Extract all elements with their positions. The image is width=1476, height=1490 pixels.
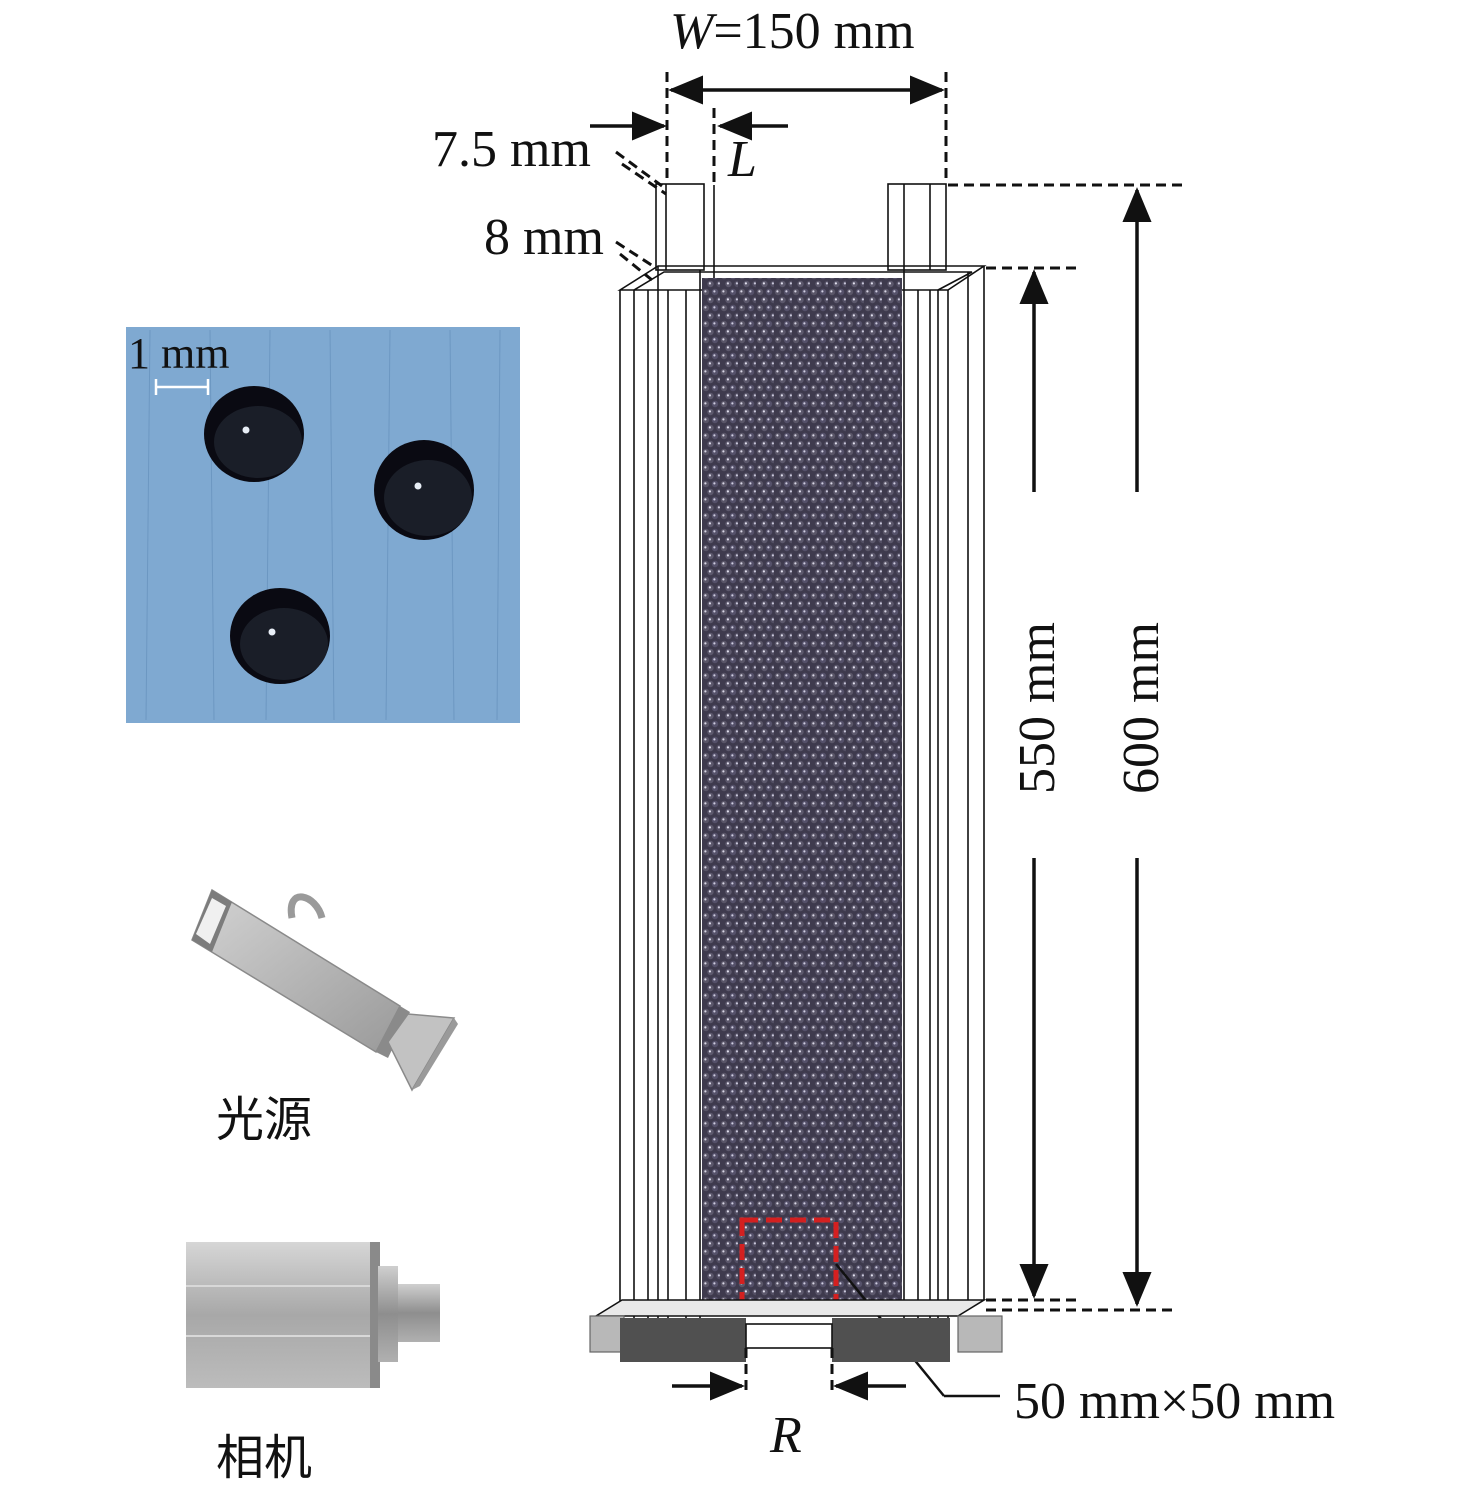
scale-bar-label: 1 mm [128, 329, 229, 378]
sphere-particle-icon [230, 588, 330, 684]
particle-inset: 1 mm [126, 327, 520, 723]
right-post [887, 183, 947, 271]
sphere-particle-icon [374, 440, 474, 540]
width-value: =150 mm [713, 3, 914, 60]
gap-leader-1 [615, 150, 663, 188]
container-frame [617, 183, 987, 1318]
thickness-leader-2 [619, 252, 653, 282]
camera-label: 相机 [216, 1430, 312, 1486]
wall-gap-label: 7.5 mm [432, 121, 591, 178]
gap-dimension: 7.5 mm L 8 mm [432, 108, 788, 282]
width-label: W=150 mm [670, 3, 915, 60]
wall-thickness-label: 8 mm [484, 209, 604, 266]
width-dimension: W=150 mm [665, 3, 948, 180]
outer-height-label: 600 mm [1113, 622, 1170, 794]
particle-bed [702, 278, 902, 1314]
thickness-leader-1 [615, 240, 657, 270]
camera-icon [186, 1242, 440, 1388]
spotlight-icon [191, 888, 458, 1092]
width-var: W [670, 3, 718, 60]
inner-height-label: 550 mm [1009, 622, 1066, 794]
light-source-label: 光源 [216, 1092, 312, 1148]
roi-label: 50 mm×50 mm [1014, 1373, 1335, 1430]
thickness-var-label: L [727, 131, 757, 188]
left-post [655, 183, 705, 271]
outlet-slot [745, 1323, 833, 1349]
gap-leader-2 [621, 162, 667, 196]
outlet-var-label: R [769, 1407, 802, 1464]
height-dimensions: 550 mm 600 mm [948, 183, 1186, 1312]
sphere-particle-icon [204, 386, 304, 482]
base-plate: R [589, 1299, 1003, 1464]
scale-bar [154, 379, 210, 395]
